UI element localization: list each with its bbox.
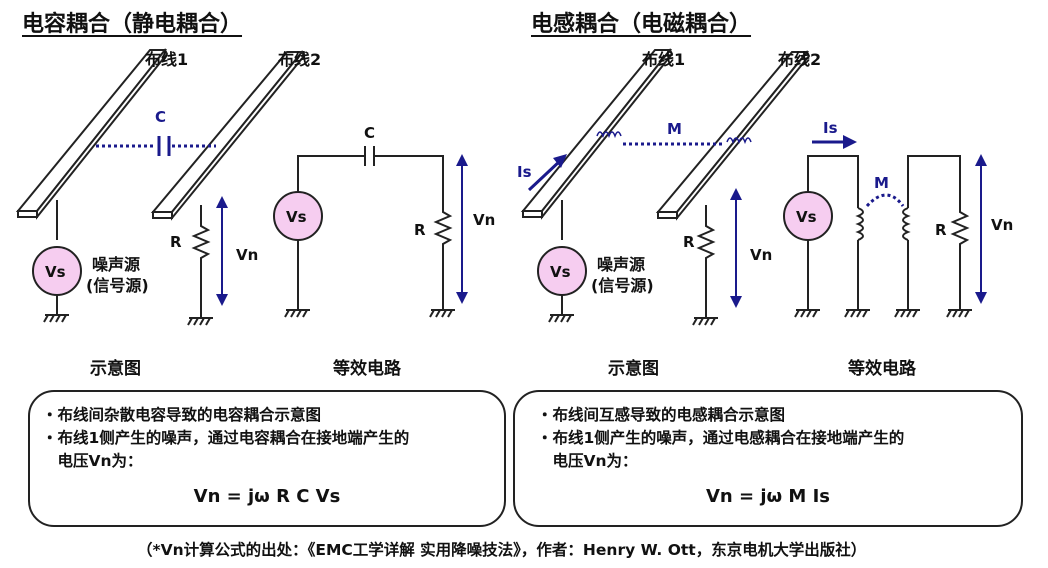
trace-1 bbox=[15, 48, 169, 220]
noise-source-sub-label: (信号源) bbox=[86, 276, 149, 295]
resistor-label: R bbox=[683, 233, 695, 251]
inductive-coupling-diagram: M Is Vs R Vn M Is V bbox=[517, 48, 1013, 326]
trace2-label: 布线2 bbox=[778, 50, 822, 69]
bullet-3: 电压Vn为： bbox=[42, 452, 143, 470]
bullet-3: 电压Vn为： bbox=[537, 452, 638, 470]
caption-schematic: 示意图 bbox=[608, 359, 659, 379]
capacitive-explanation-box: ・布线间杂散电容导致的电容耦合示意图 ・布线1侧产生的噪声，通过电容耦合在接地端… bbox=[28, 390, 506, 527]
vs-label: Vs bbox=[45, 263, 66, 281]
inductive-coupling-heading: 电感耦合（电磁耦合） bbox=[531, 12, 752, 37]
capacitive-coupling-heading: 电容耦合（静电耦合） bbox=[22, 12, 243, 37]
trace1-label: 布线1 bbox=[145, 50, 189, 69]
mutual-label-schematic: M bbox=[667, 120, 682, 138]
bullet-2: ・布线1侧产生的噪声，通过电容耦合在接地端产生的 bbox=[42, 429, 410, 447]
current-label-schematic: Is bbox=[517, 163, 532, 181]
ground-icon bbox=[43, 314, 69, 323]
caption-equivalent: 等效电路 bbox=[333, 359, 401, 379]
vn-arrow bbox=[216, 196, 228, 306]
vs-label: Vs bbox=[550, 263, 571, 281]
current-label-eq: Is bbox=[823, 119, 838, 137]
trace-2 bbox=[655, 50, 811, 221]
caption-schematic: 示意图 bbox=[90, 359, 141, 379]
trace1-label: 布线1 bbox=[642, 50, 686, 69]
vn-label-eq: Vn bbox=[473, 211, 495, 229]
vn-arrow-eq bbox=[456, 154, 468, 304]
resistor-label: R bbox=[170, 233, 182, 251]
ground-icon bbox=[692, 317, 718, 326]
capacitive-coupling-diagram: C Vs R Vn Vs C R bbox=[15, 48, 495, 326]
source-footnote: （*Vn计算公式的出处：《EMC工学详解 实用降噪技法》，作者：Henry W.… bbox=[137, 541, 867, 559]
ground-icon bbox=[548, 314, 574, 323]
trace2-label: 布线2 bbox=[278, 50, 322, 69]
cap-label-schematic: C bbox=[155, 108, 166, 126]
cap-label-eq: C bbox=[364, 124, 375, 142]
vs-label-eq: Vs bbox=[286, 208, 307, 226]
bullet-1: ・布线间杂散电容导致的电容耦合示意图 bbox=[42, 406, 322, 424]
bullet-2: ・布线1侧产生的噪声，通过电感耦合在接地端产生的 bbox=[537, 429, 905, 447]
current-arrow bbox=[527, 154, 567, 192]
voltage-source-eq bbox=[783, 191, 833, 241]
vn-arrow bbox=[730, 188, 742, 308]
vn-label-eq: Vn bbox=[991, 216, 1013, 234]
voltage-source-eq bbox=[273, 191, 323, 241]
vn-arrow-eq bbox=[975, 154, 987, 304]
resistor-label-eq: R bbox=[935, 221, 947, 239]
equivalent-circuit bbox=[807, 155, 970, 310]
resistor bbox=[191, 220, 211, 318]
formula: Vn = jω M Is bbox=[705, 486, 831, 507]
trace-2 bbox=[150, 50, 306, 221]
noise-source-sub-label: (信号源) bbox=[591, 276, 654, 295]
noise-source-label: 噪声源 bbox=[92, 255, 141, 274]
mutual-coupling-arc bbox=[865, 193, 905, 208]
ground-icon bbox=[794, 309, 972, 318]
vn-label: Vn bbox=[236, 246, 258, 264]
inductive-explanation-box: ・布线间互感导致的电感耦合示意图 ・布线1侧产生的噪声，通过电感耦合在接地端产生… bbox=[513, 390, 1023, 527]
trace-1 bbox=[520, 48, 674, 220]
vs-label-eq: Vs bbox=[796, 208, 817, 226]
ground-icon bbox=[284, 309, 455, 318]
resistor-label-eq: R bbox=[414, 221, 426, 239]
caption-equivalent: 等效电路 bbox=[848, 359, 916, 379]
mutual-label-eq: M bbox=[874, 174, 889, 192]
formula: Vn = jω R C Vs bbox=[193, 486, 341, 507]
ground-icon bbox=[187, 317, 213, 326]
stray-capacitor bbox=[96, 136, 216, 156]
bullet-1: ・布线间互感导致的电感耦合示意图 bbox=[537, 406, 786, 424]
equivalent-circuit bbox=[297, 146, 453, 310]
current-arrow-eq bbox=[812, 135, 857, 149]
vn-label: Vn bbox=[750, 246, 772, 264]
noise-source-label: 噪声源 bbox=[597, 255, 646, 274]
resistor bbox=[696, 220, 716, 318]
